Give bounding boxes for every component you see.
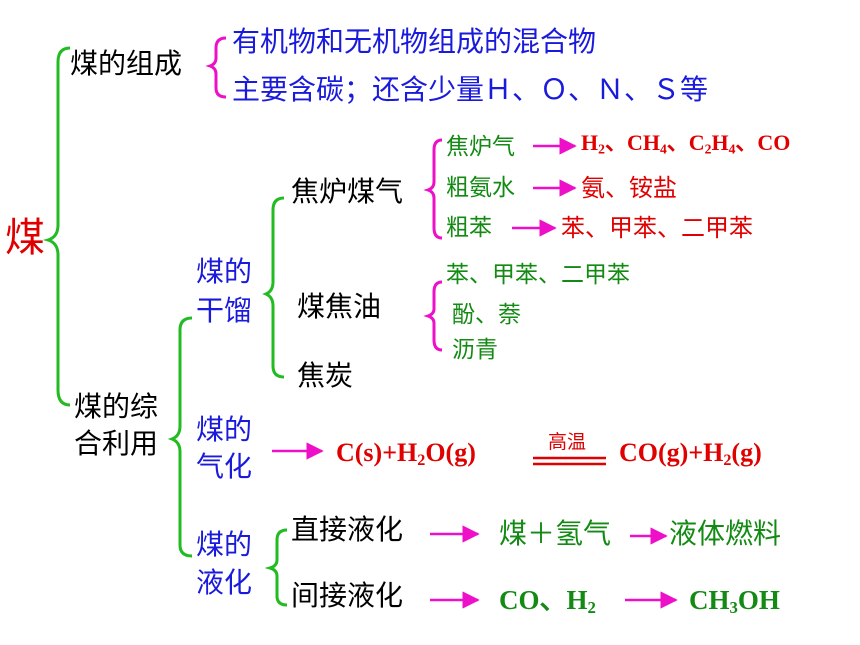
dry-distillation-label-line1: 煤的 <box>196 255 253 288</box>
coke-label: 焦炭 <box>297 359 354 392</box>
indirect-liquefaction-reactant: CO、H2 <box>499 585 596 618</box>
root-label: 煤 <box>5 215 45 261</box>
direct-liquefaction-reactant: 煤＋氢气 <box>499 517 612 550</box>
indirect-liquefaction-product: CH3OH <box>689 585 780 618</box>
liquefaction-label-line2: 液化 <box>196 566 253 599</box>
utilization-label-line2: 合利用 <box>74 427 159 460</box>
gasification-reactants: C(s)+H2O(g) <box>336 438 476 470</box>
brace-composition <box>205 36 227 99</box>
coke-oven-gas-product-2: 氨、铵盐 <box>581 174 677 202</box>
liquefaction-label-line1: 煤的 <box>196 528 253 561</box>
coke-oven-gas-name-2: 粗氨水 <box>446 175 515 201</box>
dry-distillation-label-line2: 干馏 <box>196 294 253 327</box>
brace-dry-distillation <box>262 196 285 379</box>
brace-root <box>42 46 71 407</box>
coke-oven-gas-product-3: 苯、甲苯、二甲苯 <box>561 214 753 242</box>
coke-oven-gas-name-1: 焦炉气 <box>446 134 515 160</box>
coke-oven-gas-name-3: 粗苯 <box>446 215 492 241</box>
brace-coal-tar <box>423 280 443 352</box>
gasification-label-line1: 煤的 <box>196 413 253 446</box>
composition-label: 煤的组成 <box>70 47 183 80</box>
indirect-liquefaction-label: 间接液化 <box>291 579 404 612</box>
brace-utilization <box>167 316 193 558</box>
direct-liquefaction-label: 直接液化 <box>291 513 404 546</box>
gasification-label-line2: 气化 <box>196 450 253 483</box>
brace-liquefaction <box>264 528 288 607</box>
utilization-label-line1: 煤的综 <box>74 390 159 423</box>
coal-tar-item-3: 沥青 <box>452 337 498 363</box>
coke-oven-gas-product-1: H2、CH4、C2H4、CO <box>581 130 791 157</box>
coal-tar-label: 煤焦油 <box>297 290 382 323</box>
direct-liquefaction-product: 液体燃料 <box>669 517 782 550</box>
composition-item-2: 主要含碳；还含少量Ｈ、Ｏ、Ｎ、Ｓ等 <box>232 73 709 106</box>
coal-tar-item-2: 酚、萘 <box>452 302 521 328</box>
composition-item-1: 有机物和无机物组成的混合物 <box>232 25 597 58</box>
brace-coke-oven-gas <box>423 138 443 240</box>
coal-tar-item-1: 苯、甲苯、二甲苯 <box>446 262 630 288</box>
gasification-products: CO(g)+H2(g) <box>619 438 762 470</box>
gasification-condition: 高温 <box>548 431 587 453</box>
coke-oven-gas-label: 焦炉煤气 <box>291 175 404 208</box>
